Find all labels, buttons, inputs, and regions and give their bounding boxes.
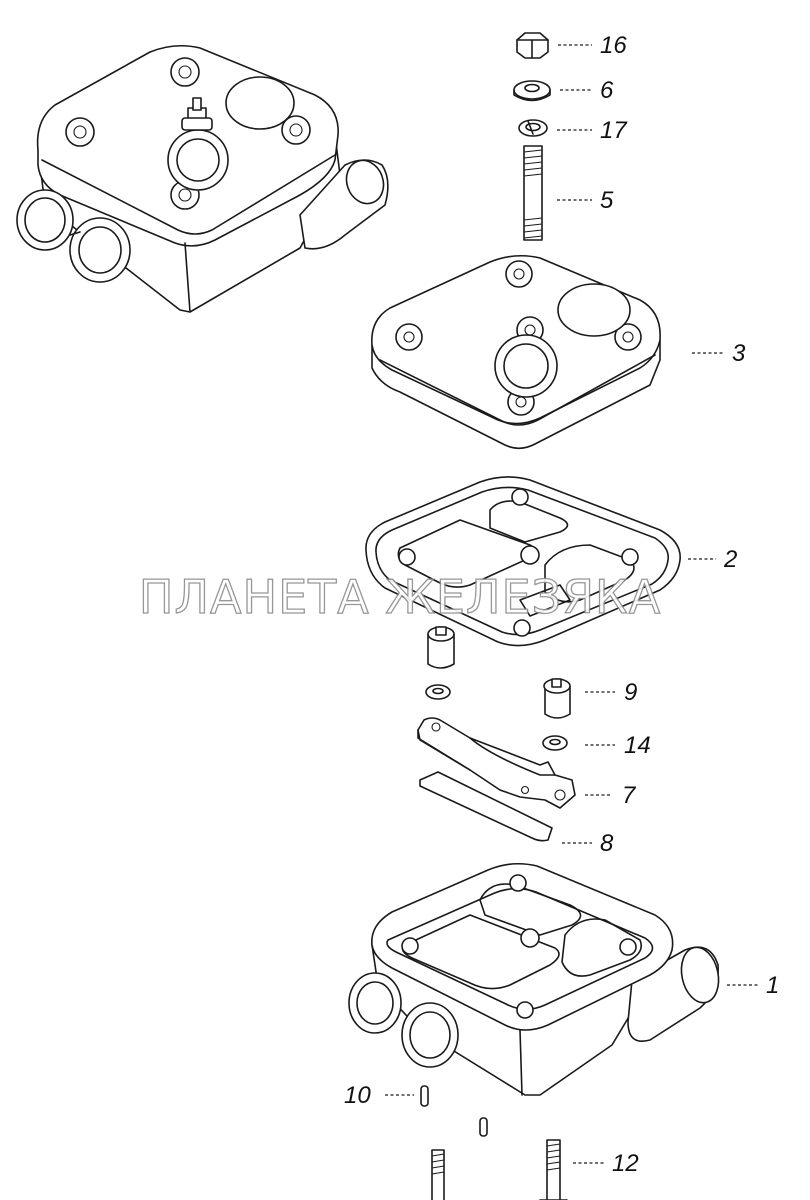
- part-6-washer: [513, 80, 592, 102]
- small-pin: [479, 1117, 488, 1137]
- callout-5: 5: [600, 187, 614, 214]
- callout-6: 6: [600, 77, 614, 104]
- part-12-bolt: [539, 1139, 606, 1200]
- assembled-cylinder-head: [16, 44, 389, 313]
- callout-1: 1: [766, 972, 780, 999]
- callout-14: 14: [624, 732, 651, 759]
- part-3-cover: [371, 254, 725, 450]
- part-8-reed-strip: [419, 771, 592, 844]
- callout-16: 16: [600, 32, 627, 59]
- left-sleeve: [425, 626, 455, 700]
- part-14-washer: [542, 735, 615, 751]
- watermark-text: ПЛАНЕТА ЖЕЛЕЗЯКА: [138, 569, 662, 624]
- part-1-head-body: [348, 862, 758, 1096]
- callout-3: 3: [732, 340, 746, 367]
- part-7-valve-plate: [417, 717, 612, 809]
- callout-2: 2: [724, 546, 738, 573]
- callout-10: 10: [344, 1082, 371, 1109]
- part-9-sleeve: [543, 678, 615, 719]
- left-bolt: [431, 1149, 445, 1200]
- part-5-stud: [523, 145, 592, 241]
- callout-8: 8: [600, 830, 614, 857]
- callout-9: 9: [624, 679, 638, 706]
- part-17-spring-washer: [518, 119, 592, 137]
- part-2-gasket: [365, 476, 716, 647]
- callout-7: 7: [622, 782, 636, 809]
- part-10-pin: [385, 1085, 429, 1107]
- part-16-nut: [516, 32, 592, 59]
- callout-12: 12: [612, 1150, 639, 1177]
- callout-17: 17: [600, 117, 627, 144]
